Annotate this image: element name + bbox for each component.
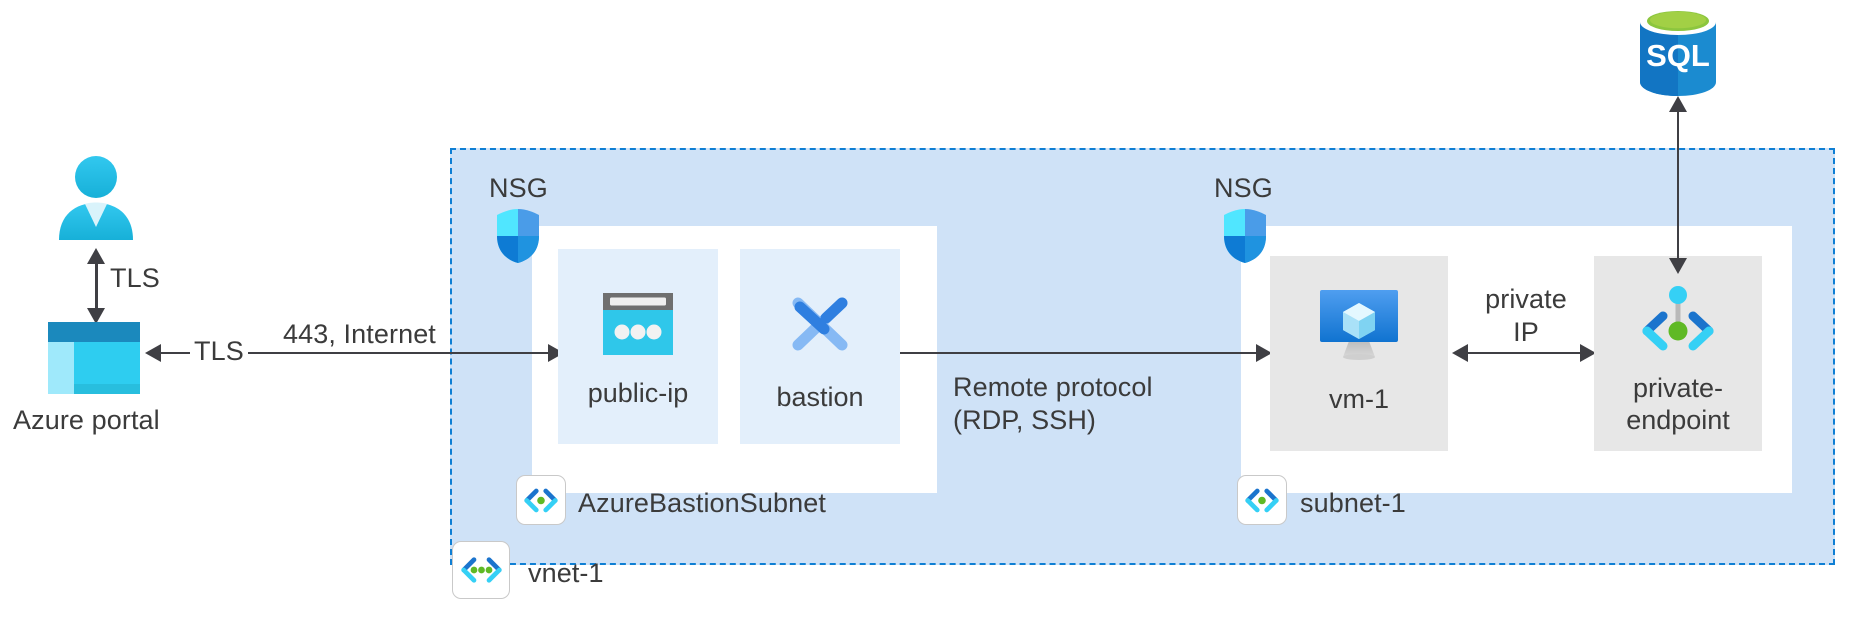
connection-label-remote-protocol: Remote protocol (RDP, SSH) (953, 372, 1153, 435)
connection-label-portal-tls: TLS (194, 336, 244, 366)
tile-vm-1[interactable]: vm-1 (1270, 256, 1448, 451)
connection-label-private-ip: private IP (1485, 284, 1567, 347)
tile-public-ip[interactable]: public-ip (558, 249, 718, 444)
line-remote-protocol (900, 351, 1262, 355)
subnet-icon (1237, 475, 1287, 525)
vnet-icon (452, 541, 510, 599)
container-label-bastion-subnet: AzureBastionSubnet (578, 488, 826, 518)
tile-private-endpoint[interactable]: private- endpoint (1594, 256, 1762, 451)
bastion-icon (784, 289, 856, 357)
arrow-portal-down (87, 308, 105, 324)
container-label-subnet-1: subnet-1 (1300, 488, 1406, 518)
line-user-portal (95, 260, 98, 310)
arrow-to-portal (145, 344, 161, 362)
line-private-ip (1466, 351, 1584, 355)
arrow-user-up (87, 248, 105, 264)
line-portal-tls (160, 351, 190, 355)
arrow-to-vm-private-ip (1452, 344, 1468, 362)
arrow-to-private-endpoint (1580, 344, 1596, 362)
shield-icon (495, 208, 541, 264)
node-label-private-endpoint: private- endpoint (1626, 373, 1730, 436)
arrow-to-sql (1669, 96, 1687, 112)
line-internet (248, 351, 553, 355)
node-label-public-ip: public-ip (587, 378, 689, 408)
node-label-portal: Azure portal (13, 405, 160, 435)
container-label-vnet: vnet-1 (528, 558, 604, 588)
tile-bastion[interactable]: bastion (740, 249, 900, 444)
nsg-label-right: NSG (1214, 173, 1273, 203)
arrow-to-endpoint (1669, 258, 1687, 274)
public-ip-icon (603, 293, 673, 355)
node-label-bastion: bastion (776, 382, 864, 412)
arrow-into-vm (1256, 344, 1272, 362)
line-endpoint-sql (1676, 108, 1680, 264)
azure-portal-icon (48, 322, 140, 394)
svg-text:SQL: SQL (1646, 38, 1710, 73)
private-endpoint-icon (1635, 280, 1721, 358)
nsg-label-left: NSG (489, 173, 548, 203)
connection-label-internet: 443, Internet (283, 319, 436, 349)
sql-database-icon: SQL (1638, 8, 1718, 96)
subnet-icon (516, 475, 566, 525)
virtual-machine-icon (1319, 289, 1399, 361)
shield-icon (1222, 208, 1268, 264)
connection-label-user-portal: TLS (110, 263, 160, 293)
user-icon (55, 155, 137, 240)
node-label-vm: vm-1 (1329, 384, 1389, 414)
